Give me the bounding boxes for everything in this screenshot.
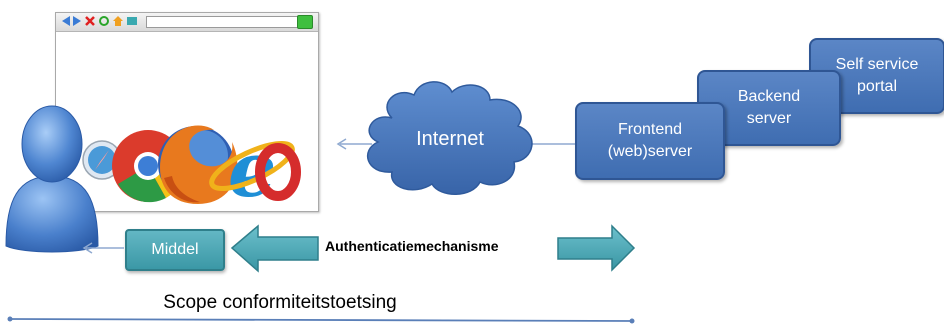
favorites-icon[interactable] xyxy=(126,15,138,27)
home-icon[interactable] xyxy=(112,15,124,27)
browser-toolbar xyxy=(56,13,318,32)
forward-arrow-icon[interactable] xyxy=(71,15,83,27)
svg-text:e: e xyxy=(228,125,276,214)
frontend-webserver-line2: (web)server xyxy=(607,143,693,160)
firefox-icon xyxy=(158,125,238,204)
frontend-webserver-line1: Frontend xyxy=(617,121,683,138)
self-service-portal-line1: Self service xyxy=(835,56,919,73)
go-button[interactable] xyxy=(297,15,313,29)
internet-cloud-icon xyxy=(367,81,533,195)
middel-box: Middel xyxy=(125,229,225,271)
stop-icon[interactable] xyxy=(84,15,96,27)
safari-icon xyxy=(82,140,122,180)
refresh-icon[interactable] xyxy=(98,15,110,27)
browser-logos: e xyxy=(82,125,301,214)
frontend-webserver-box: Frontend (web)server xyxy=(575,102,725,180)
user-icon xyxy=(5,105,99,253)
internet-label: Internet xyxy=(416,128,484,150)
scope-line xyxy=(7,316,635,324)
ie-icon: e xyxy=(209,125,295,214)
internet-to-browser-arrow xyxy=(336,138,372,150)
middel-to-user-arrow xyxy=(82,242,124,254)
opera-icon xyxy=(255,143,301,201)
authentication-mechanism-label: Authenticatiemechanisme xyxy=(325,238,499,254)
middel-label: Middel xyxy=(151,241,199,258)
backend-server-line1: Backend xyxy=(737,88,801,105)
backend-server-line2: server xyxy=(746,110,792,127)
scope-label: Scope conformiteitstoetsing xyxy=(163,292,397,313)
auth-right-arrow xyxy=(557,224,636,272)
auth-left-arrow xyxy=(230,224,319,273)
self-service-portal-line2: portal xyxy=(856,78,897,95)
back-arrow-icon[interactable] xyxy=(60,15,72,27)
